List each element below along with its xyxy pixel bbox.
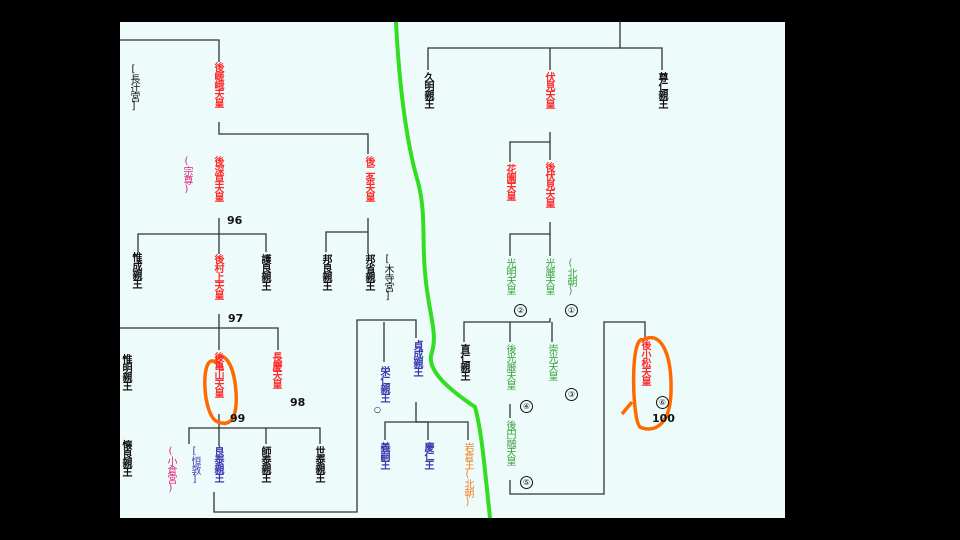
hokucho-order-2: ② (514, 304, 527, 317)
connector-line-22 (463, 318, 551, 342)
reign-number-100: 100 (652, 412, 675, 425)
node-gonijo-tenno: 後二条天皇 (363, 156, 374, 201)
connector-line-8 (120, 314, 220, 329)
connector-line-16 (620, 47, 663, 70)
node-gofukakusa-tenno: 後深草天皇 (212, 156, 223, 201)
connector-line-4 (219, 233, 267, 252)
node-yoshimasa-o: 義嗣王 (378, 442, 389, 469)
node-sokyo: (宗尊) (181, 156, 192, 194)
node-gokomatsu-tenno: 後小松天皇 (639, 340, 650, 385)
node-gokogon-tenno: 後光厳天皇 (504, 344, 515, 389)
node-kuniyoshi-shinno: 邦良親王 (320, 254, 331, 290)
node-naohito-shinno: 直仁親王 (458, 344, 469, 380)
connector-line-20 (509, 222, 551, 256)
node-kunimi-shinno: 邦省親王 (363, 254, 374, 290)
node-kogon-tenno: 光明天皇 (504, 258, 515, 294)
genealogy-connector-lines (120, 22, 673, 518)
connector-line-27 (213, 319, 417, 513)
node-iwakura-o: 岩倉王(北朝) (462, 442, 473, 507)
node-gomurakami-tenno: 後村上天皇 (212, 254, 223, 299)
hokucho-order-5: ⑤ (520, 476, 533, 489)
node-hokuchou: (北朝) (565, 258, 576, 296)
node-yoshinaga-shinno: 良泰親王 (212, 446, 223, 482)
node-hirohito: [恒敦] (189, 446, 200, 484)
node-yoshihito-shinno: 栄仁親王 (378, 366, 389, 402)
node-muneyoshi-shinno: 護良親王 (259, 254, 270, 290)
node-kenjo-o: 慶仁王 (422, 442, 433, 469)
node-tsunenaga: 師泰親王 (259, 446, 270, 482)
connector-line-12 (219, 427, 321, 444)
node-hanazono-tenno: 花園天皇 (504, 164, 515, 200)
connector-line-18 (509, 132, 551, 162)
connector-line-6 (325, 218, 369, 252)
hokucho-order-3: ③ (565, 388, 578, 401)
reign-number-97: 97 (228, 312, 244, 325)
node-suko-tenno: 崇光天皇 (546, 344, 557, 380)
connector-line-30 (416, 421, 429, 440)
node-choukei-tenno: 長慶天皇 (270, 352, 281, 388)
node-left-partial-2: 惟明親王 (120, 354, 131, 390)
node-nagatsuji-miya: [長辻宮] (128, 64, 139, 111)
order-marker-open: ○ (374, 405, 381, 414)
node-hisaakira-shinno: 久明親王 (422, 72, 433, 108)
node-left-partial-3: 懐良親王 (120, 440, 131, 476)
node-koumyo-tenno: 光厳天皇 (543, 258, 554, 294)
node-gosaga-tenno: 後嵯峨天皇 (212, 62, 223, 107)
node-tokiwai-miya: [木寺宮] (382, 254, 393, 301)
connector-line-29 (384, 402, 417, 440)
connector-line-26 (509, 321, 646, 495)
dynasty-divider-line (394, 22, 492, 518)
genealogy-panel: [長辻宮] 後嵯峨天皇 (宗尊) 後深草天皇 96 後二条天皇 惟成親王 後村上… (120, 22, 785, 518)
node-goenyu-tenno: 後円融天皇 (504, 420, 515, 465)
hokucho-order-1: ① (565, 304, 578, 317)
hokucho-order-4: ④ (520, 400, 533, 413)
node-left-partial-1: 惟成親王 (130, 252, 141, 288)
node-gokameyama-tenno: 後亀山天皇 (212, 352, 223, 397)
reign-number-98: 98 (290, 396, 306, 409)
reign-number-96: 96 (227, 214, 243, 227)
connector-line-2 (218, 122, 369, 154)
connector-line-1 (120, 39, 220, 62)
node-yoshikazu: 世泰親王 (313, 446, 324, 482)
hokucho-order-6: ⑥ (656, 396, 669, 409)
connector-line-9 (219, 327, 279, 350)
highlight-oval-gokomatsu (620, 335, 673, 431)
connector-line-15 (427, 22, 621, 70)
node-fushimi-tenno: 伏見天皇 (543, 72, 554, 108)
highlight-oval-gokameyama (203, 354, 238, 425)
connector-line-3 (137, 218, 220, 252)
node-kinzane: (小倉宮) (165, 446, 176, 493)
reign-number-99: 99 (230, 412, 246, 425)
connector-line-31 (416, 421, 469, 440)
node-gofushimi-tenno: 後伏見天皇 (543, 162, 554, 207)
node-sonnin-shinno: 尊仁親王 (656, 72, 667, 108)
node-sadafusa-shinno: 貞成親王 (411, 340, 422, 376)
